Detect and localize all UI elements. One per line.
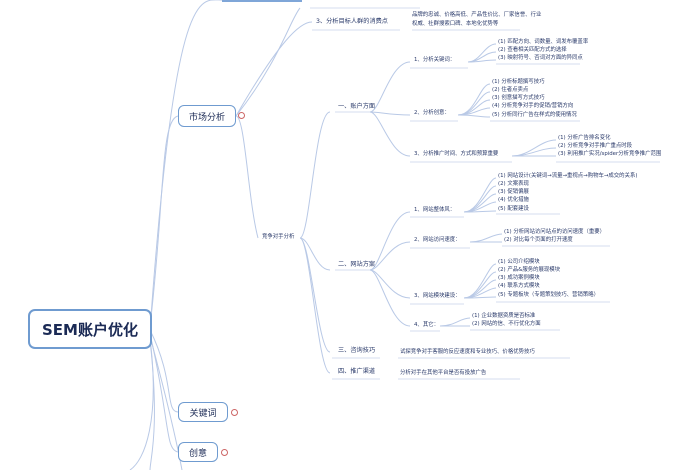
list-item: (1) 分析标题撰写技巧 — [492, 79, 545, 85]
item-3-desc-2: 权威、社群搜索口碑、本地化优势等 — [412, 21, 499, 27]
list-item: (2) 产品&服务的展现模块 — [498, 267, 561, 273]
list-item: (1) 分析网站访问站点的访问速度（重要） — [504, 229, 605, 235]
account-a1-label: 1、分析关键词： — [414, 57, 456, 63]
website-w1-label: 1、网站整体风： — [414, 207, 456, 213]
list-item: (2) 文案表现 — [498, 181, 529, 187]
account-section-label: 一、账户方面 — [338, 103, 376, 110]
expand-toggle-icon[interactable] — [231, 409, 238, 416]
list-item: (4) 优化措施 — [498, 197, 529, 203]
collapse-toggle-icon[interactable] — [238, 112, 245, 119]
list-item: (3) 促销偏展 — [498, 189, 529, 195]
list-item: (2) 分析竞争对手推广重点时段 — [558, 143, 633, 149]
list-item: (2) 查看相关匹配方式的选择 — [498, 47, 567, 53]
list-item: (1) 公司介绍模块 — [498, 259, 540, 265]
top-bar — [222, 0, 302, 2]
list-item: (1) 匹配方向、词数量、词发布覆盖率 — [498, 39, 589, 45]
consult-section-label: 三、咨询技巧 — [338, 347, 376, 354]
channel-desc: 分析对手在其他平台是否有投放广告 — [400, 370, 487, 376]
consult-desc: 试探竞争对手客服的反应速度和专业技巧、价格优势技巧 — [400, 349, 535, 355]
list-item: (2) 网站的信、不行优化方面 — [472, 321, 541, 327]
item-3-label: 3、分析目标人群的消费点 — [316, 18, 388, 25]
branch-market-analysis[interactable]: 市场分析 — [178, 105, 236, 127]
root-node[interactable]: SEM账户优化 — [28, 309, 152, 349]
list-item: (5) 分析同行广告在样式的使用情况 — [492, 112, 577, 118]
list-item: (1) 分析广告排名变化 — [558, 135, 611, 141]
item-3-desc-1: 品牌的忠诚、价格高低、产品性价比、厂家信誉、行业 — [412, 12, 542, 18]
account-a3-label: 3、分析推广时间、方式和预算重要 — [414, 151, 499, 157]
website-w4-label: 4、其它： — [414, 322, 439, 328]
list-item: (2) 住者点卖点 — [492, 87, 529, 93]
channel-section-label: 四、推广渠道 — [338, 368, 376, 375]
branch-creative[interactable]: 创意 — [178, 442, 218, 462]
expand-toggle-icon[interactable] — [221, 449, 228, 456]
website-w3-label: 3、网站模块建设： — [414, 293, 461, 299]
list-item: (4) 联系方式模块 — [498, 283, 540, 289]
list-item: (2) 对比每个页面的打开速度 — [504, 237, 573, 243]
branch-keywords[interactable]: 关键词 — [178, 402, 228, 422]
list-item: (4) 分析竞争对手的促销/营销方向 — [492, 103, 574, 109]
list-item: (5) 专题板块（专题策划技巧、营销策略） — [498, 292, 599, 298]
account-a2-label: 2、分析创意： — [414, 110, 450, 116]
website-section-label: 二、网站方案 — [338, 261, 376, 268]
list-item: (5) 配套建设 — [498, 206, 529, 212]
list-item: (3) 创意描写方式技巧 — [492, 95, 545, 101]
competitor-analysis-label: 竞争对手分析 — [262, 234, 295, 240]
website-w2-label: 2、网站访问速度： — [414, 237, 461, 243]
list-item: (3) 成功案例模块 — [498, 275, 540, 281]
list-item: (1) 企业数据资质是否标准 — [472, 313, 536, 319]
list-item: (3) 映射符号、否词对方面的异同点 — [498, 55, 583, 61]
list-item: (1) 网站设计(关键词→流量→重视点→购物车→成交的关系) — [498, 173, 638, 179]
list-item: (3) 利用推广实况/spider分析竞争推广范围 — [558, 151, 662, 157]
